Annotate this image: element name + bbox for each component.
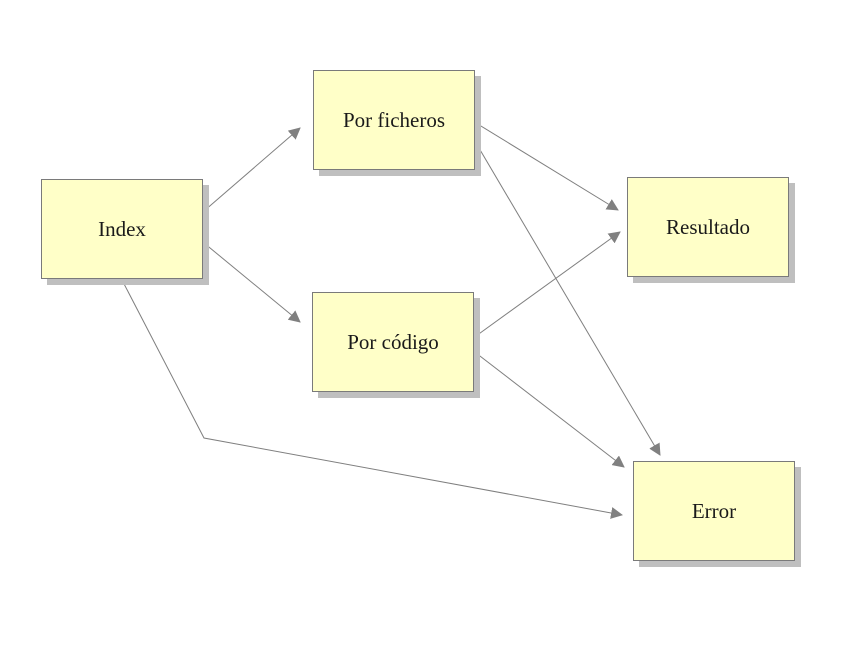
edge-por-codigo-to-error [475, 352, 625, 468]
node-por-codigo[interactable]: Por código [312, 292, 474, 392]
node-error-label: Error [691, 498, 737, 523]
node-resultado-label: Resultado [666, 214, 750, 239]
node-index-label: Index [98, 216, 146, 241]
node-por-codigo-label: Por código [347, 329, 439, 354]
node-index[interactable]: Index [41, 179, 203, 279]
edge-index-to-error [121, 279, 623, 519]
node-error[interactable]: Error [633, 461, 795, 561]
node-resultado[interactable]: Resultado [627, 177, 789, 277]
node-por-ficheros-label: Por ficheros [342, 107, 446, 132]
edge-por-codigo-to-resultado [475, 231, 621, 337]
edge-por-ficheros-to-resultado [475, 122, 619, 211]
edge-index-to-por-ficheros [203, 127, 301, 212]
edge-index-to-por-codigo [203, 242, 301, 323]
edge-por-ficheros-to-error [475, 142, 661, 456]
node-por-ficheros[interactable]: Por ficheros [313, 70, 475, 170]
